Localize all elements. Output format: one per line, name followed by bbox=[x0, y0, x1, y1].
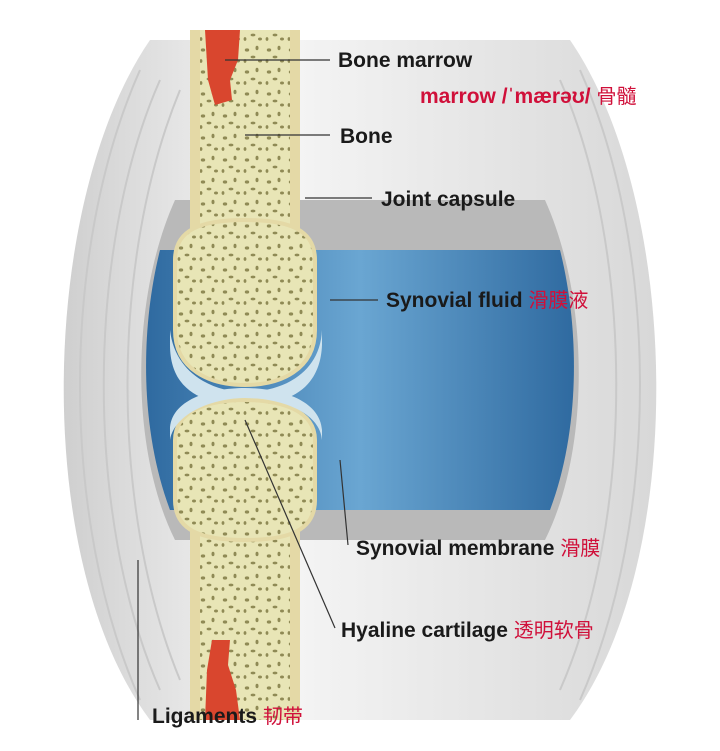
label-ligaments: Ligaments 韧带 bbox=[152, 706, 303, 727]
upper-cartilage bbox=[170, 330, 322, 405]
leader-lines bbox=[137, 59, 378, 720]
upper-bone-marrow bbox=[205, 30, 240, 105]
ligament-fibers bbox=[79, 69, 641, 701]
label-bone-marrow: Bone marrow bbox=[338, 49, 473, 72]
upper-bone-head bbox=[173, 217, 317, 388]
label-marrow-pronunciation: marrow /ˈmærəʊ/ 骨髓 bbox=[420, 86, 636, 107]
label-joint-capsule: Joint capsule bbox=[381, 188, 516, 211]
marrow-cn-text: 骨髓 bbox=[596, 84, 637, 108]
marrow-pronunciation-text: marrow /ˈmærəʊ/ bbox=[420, 85, 591, 108]
ligaments-text: Ligaments bbox=[152, 705, 258, 728]
lower-cartilage bbox=[170, 388, 322, 440]
lower-bone-marrow bbox=[205, 640, 240, 720]
synovial-membrane-cn-text: 滑膜 bbox=[560, 536, 601, 560]
synovial-membrane-text: Synovial membrane bbox=[356, 537, 555, 560]
lower-bone-head bbox=[173, 397, 317, 543]
ligaments-cn-text: 韧带 bbox=[262, 704, 303, 728]
synovial-fluid-cn-text: 滑膜液 bbox=[528, 288, 589, 312]
synovial-fluid-text: Synovial fluid bbox=[386, 289, 523, 312]
label-bone: Bone bbox=[340, 125, 393, 148]
hyaline-cartilage-cn-text: 透明软骨 bbox=[513, 618, 594, 642]
label-synovial-membrane: Synovial membrane 滑膜 bbox=[356, 538, 600, 559]
label-hyaline-cartilage: Hyaline cartilage 透明软骨 bbox=[341, 620, 594, 641]
label-synovial-fluid: Synovial fluid 滑膜液 bbox=[386, 290, 588, 311]
hyaline-cartilage-text: Hyaline cartilage bbox=[341, 619, 508, 642]
